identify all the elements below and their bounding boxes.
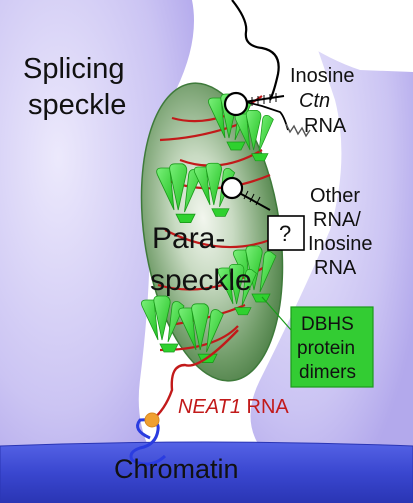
neat1-label-italic: NEAT1	[178, 396, 241, 418]
dbhs-label-box	[290, 306, 374, 388]
inosine-label-line1: Inosine	[290, 65, 355, 87]
chromatin-band	[0, 441, 413, 503]
other-label-line1: Other	[310, 185, 360, 207]
dna-loop	[129, 418, 167, 466]
inosine-rna-strand	[231, 0, 280, 101]
other-label-line4: RNA	[314, 257, 357, 279]
splicing-label-line1: Splicing	[23, 53, 125, 85]
neat1-label: NEAT1 RNA	[178, 396, 289, 418]
other-rna-circle	[220, 176, 244, 200]
neat1-label-rest: RNA	[241, 396, 289, 418]
other-label-line2: RNA/	[313, 209, 361, 231]
paraspeckle-label-line1: Para-	[152, 222, 225, 255]
paraspeckle-label-line2: speckle	[150, 264, 252, 297]
dbhs-label-line1: DBHS	[301, 314, 354, 335]
inosine-adar-circle	[223, 91, 249, 117]
question-mark: ?	[279, 221, 291, 246]
dbhs-label-line2: protein	[297, 338, 355, 359]
question-box	[267, 215, 305, 251]
dbhs-label-line3: dimers	[299, 362, 356, 383]
other-label-line3: Inosine	[308, 233, 373, 255]
neat1-tail	[151, 329, 239, 421]
inosine-label-ctn: Ctn	[299, 90, 330, 112]
splicing-speckle-left	[0, 0, 194, 450]
neat1-anchor-dot	[144, 412, 160, 428]
splicing-label-line2: speckle	[28, 89, 126, 121]
inosine-label-line3: RNA	[304, 115, 347, 137]
chromatin-label: Chromatin	[114, 454, 239, 484]
